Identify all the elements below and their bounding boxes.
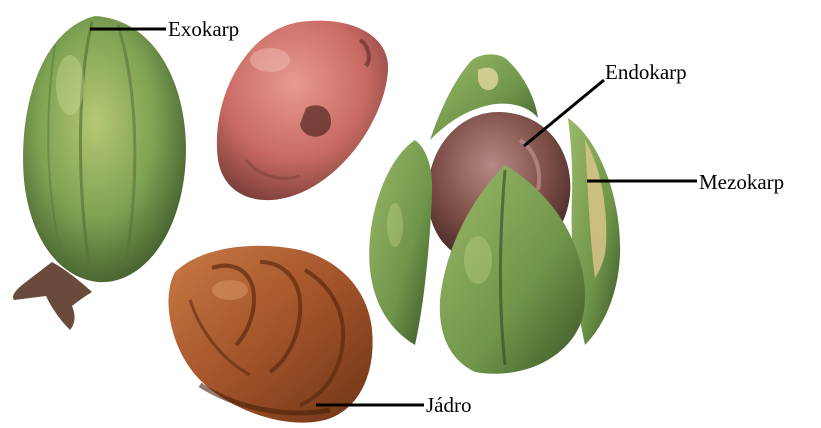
split-pecan-husk (369, 54, 620, 373)
label-endocarp: Endokarp (605, 60, 687, 84)
label-exocarp: Exokarp (168, 17, 239, 41)
pecan-nut-in-shell (217, 21, 388, 200)
pecan-kernel (168, 246, 372, 423)
label-mesocarp: Mezokarp (699, 170, 784, 194)
whole-green-pecan (13, 16, 186, 330)
label-kernel: Jádro (426, 393, 472, 417)
